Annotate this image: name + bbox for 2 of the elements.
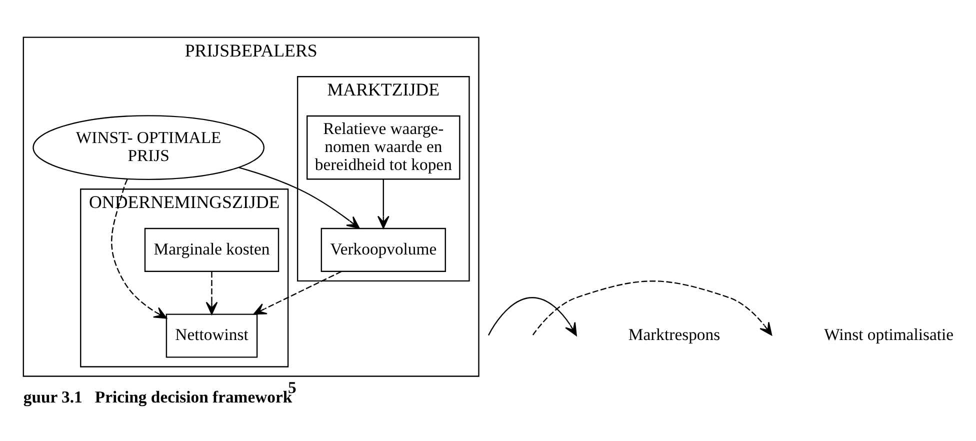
legend-label: Winst optimalisatie [824, 325, 954, 344]
legend-label: Marktrespons [628, 325, 720, 344]
